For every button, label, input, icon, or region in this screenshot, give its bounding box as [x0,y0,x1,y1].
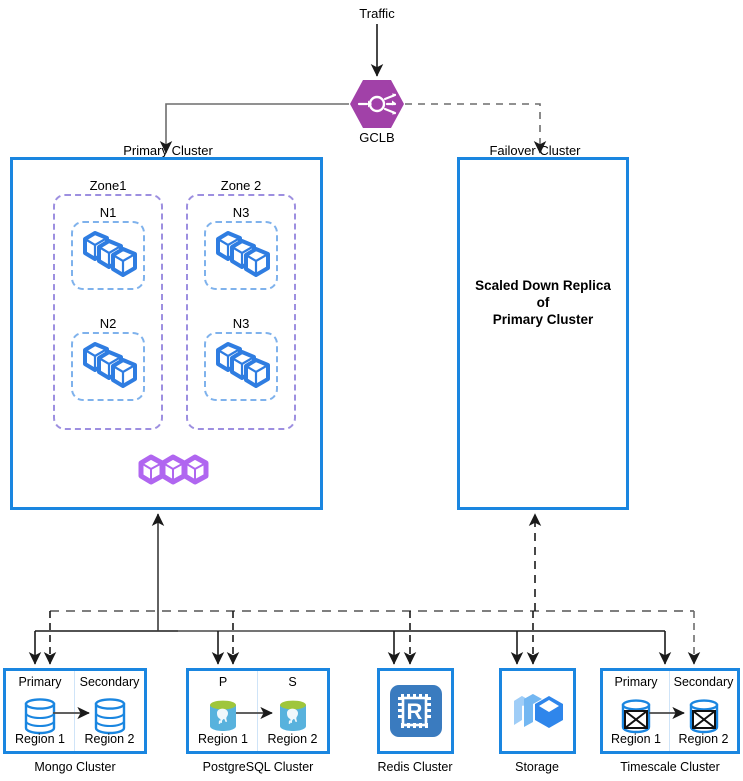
mongo-database-icon [94,698,125,735]
svg-text:R: R [406,699,422,724]
cluster-nodes-icon [216,231,270,277]
redis-chip-icon: R [389,685,442,737]
node-box-n3-a[interactable] [204,221,278,290]
mongo-secondary-region: Region 2 [84,732,135,746]
zone-box-2[interactable] [186,194,296,430]
store-redis-cluster[interactable]: R [377,668,454,754]
node-label-n2: N2 [99,316,117,331]
postgres-secondary-icon-slot [258,695,327,737]
timescale-primary-region: Region 1 [610,732,662,746]
mongo-primary-region: Region 1 [14,732,66,746]
mongo-primary-icon-slot [6,695,74,737]
cloud-storage-icon [513,694,563,728]
failover-line-2: of [536,295,550,310]
timescale-database-icon [689,699,718,734]
postgres-secondary-role: S [288,675,297,689]
store-postgresql-cluster[interactable]: P Region 1 S [186,668,330,754]
postgres-primary-icon-slot [189,695,257,737]
mongo-secondary-role: Secondary [79,675,140,689]
postgres-primary-role: P [218,675,228,689]
caption-storage: Storage [515,760,559,774]
cluster-nodes-icon [216,342,270,388]
postgres-primary-half[interactable]: P Region 1 [189,671,258,751]
cluster-nodes-icon [83,342,137,388]
node-box-n2[interactable] [71,332,145,401]
timescale-primary-half[interactable]: Primary Region 1 [603,671,670,751]
mongo-primary-half[interactable]: Primary Region 1 [6,671,75,751]
caption-redis-cluster: Redis Cluster [377,760,453,774]
gclb-node[interactable] [349,79,405,129]
timescale-database-icon [621,699,651,734]
timescale-secondary-half[interactable]: Secondary Region 2 [670,671,737,751]
postgres-elephant-icon [279,700,306,731]
zone-box-1[interactable] [53,194,163,430]
postgres-elephant-icon [210,700,236,731]
timescale-primary-role: Primary [614,675,658,689]
store-storage[interactable] [499,668,576,754]
node-box-n3-b[interactable] [204,332,278,401]
timescale-secondary-icon-slot [670,695,737,737]
failover-cluster-box[interactable]: Scaled Down Replica of Primary Cluster [457,157,629,510]
mongo-secondary-half[interactable]: Secondary Region 2 [75,671,144,751]
traffic-label: Traffic [359,6,395,21]
store-mongo-cluster[interactable]: Primary Region 1 Secondary [3,668,147,754]
caption-timescale-cluster: Timescale Cluster [620,760,720,774]
primary-cluster-box[interactable]: Zone1 N1 N2 [10,157,323,510]
store-timescale-cluster[interactable]: Primary Region 1 Secondary [600,668,740,754]
caption-mongo-cluster: Mongo Cluster [34,760,116,774]
gclb-label: GCLB [359,130,395,145]
mongo-database-icon [24,698,56,735]
zone1-label: Zone1 [89,178,127,193]
timescale-secondary-region: Region 2 [678,732,729,746]
storage-icon-slot [502,671,573,751]
pods-icon [138,454,209,485]
node-label-n1: N1 [99,205,117,220]
mongo-secondary-icon-slot [75,695,144,737]
caption-postgresql-cluster: PostgreSQL Cluster [202,760,314,774]
zone2-label: Zone 2 [220,178,262,193]
timescale-primary-icon-slot [603,695,669,737]
mongo-primary-role: Primary [18,675,62,689]
primary-cluster-label: Primary Cluster [123,143,213,158]
failover-cluster-label: Failover Cluster [489,143,581,158]
failover-line-1: Scaled Down Replica [475,278,611,293]
postgres-secondary-region: Region 2 [267,732,318,746]
node-box-n1[interactable] [71,221,145,290]
failover-line-3: Primary Cluster [492,312,594,327]
cluster-nodes-icon [83,231,137,277]
node-label-n3-a: N3 [232,205,250,220]
node-label-n3-b: N3 [232,316,250,331]
redis-icon-slot: R [380,671,451,751]
timescale-secondary-role: Secondary [673,675,734,689]
postgres-primary-region: Region 1 [197,732,249,746]
postgres-secondary-half[interactable]: S Region 2 [258,671,327,751]
load-balancer-icon [350,80,404,128]
